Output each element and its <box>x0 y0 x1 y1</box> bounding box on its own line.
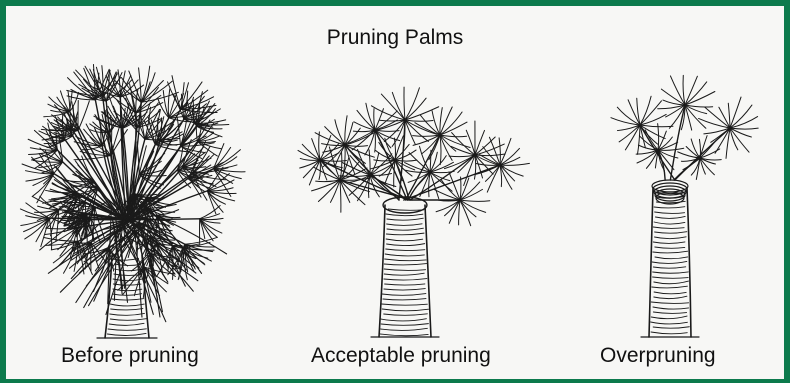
caption-before-pruning: Before pruning <box>61 344 199 368</box>
palm-before-pruning-drawing <box>20 64 245 338</box>
caption-overpruning: Overpruning <box>600 344 716 368</box>
caption-acceptable-pruning: Acceptable pruning <box>311 344 491 368</box>
palm-overpruning-drawing <box>611 75 758 337</box>
palm-acceptable-pruning-drawing <box>298 87 529 337</box>
